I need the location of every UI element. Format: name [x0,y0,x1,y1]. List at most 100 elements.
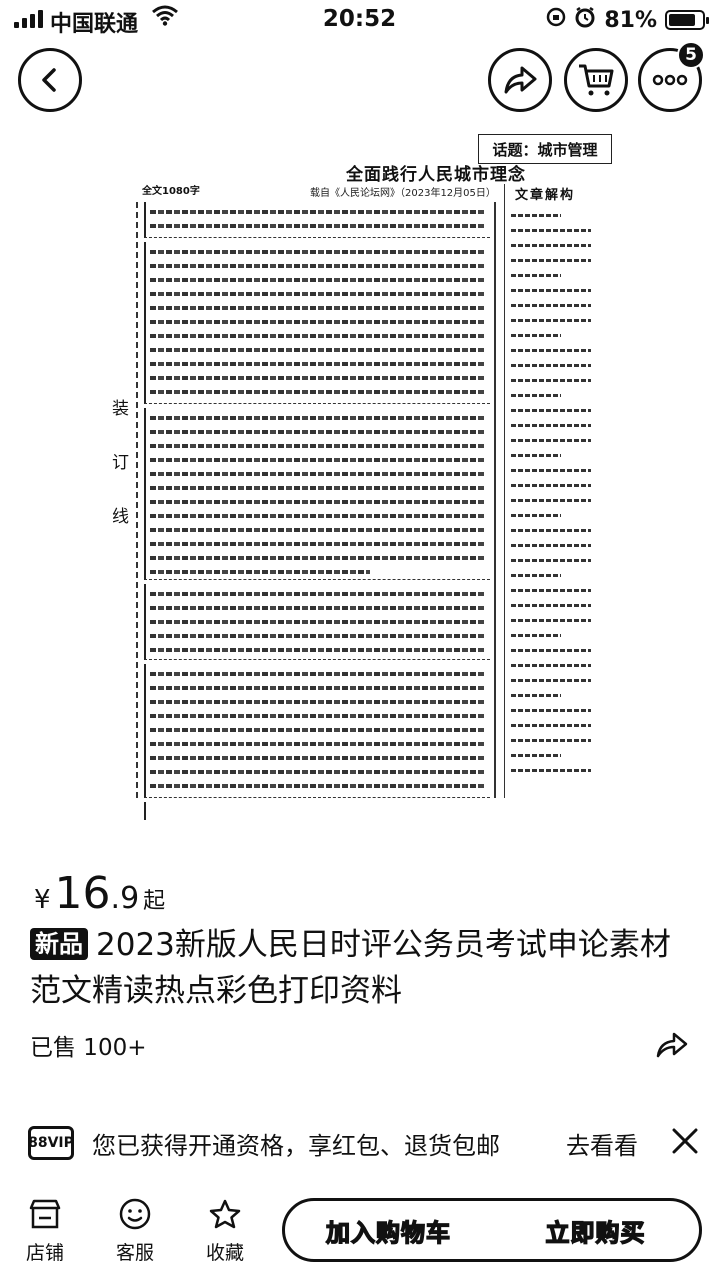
document-sidebar-line [511,754,561,757]
document-text-line [150,592,484,596]
customer-service-button[interactable]: 客服 [100,1198,170,1265]
new-product-badge: 新品 [30,928,88,960]
document-paragraph [144,242,490,404]
shop-label: 店铺 [25,1242,64,1264]
document-paragraph [144,408,490,580]
document-sidebar-line [511,664,591,667]
document-sidebar-line [511,589,591,592]
smiley-icon [119,1198,151,1230]
document-text-line [150,430,484,434]
vip-banner-link[interactable]: 去看看 [566,1132,638,1160]
bottom-action-bar: 店铺 客服 收藏 加入购物车 立即购买 [0,1188,719,1280]
document-text-line [150,444,484,448]
carrier-name: 中国联通 [50,12,139,37]
document-sidebar-line [511,394,561,397]
document-sidebar-line [511,529,591,532]
document-text-line [150,728,484,732]
document-text-line [150,210,484,214]
purchase-button-group: 加入购物车 立即购买 [282,1198,702,1262]
document-sidebar-line [511,679,591,682]
document-sidebar-line [511,214,561,217]
favorite-label: 收藏 [205,1242,244,1264]
share-button[interactable] [488,48,552,112]
document-sidebar-line [511,334,561,337]
document-text-line [150,714,484,718]
document-sidebar-line [511,739,591,742]
document-sidebar-line [511,649,591,652]
cart-count-badge: 5 [677,41,705,69]
document-text-line [150,528,484,532]
document-paragraph [144,664,490,798]
vip-banner-text: 您已获得开通资格，享红包、退货包邮 [92,1132,500,1160]
document-text-line [150,686,484,690]
document-text-line [150,292,484,296]
binding-line-label: 装 订 线 [112,382,129,544]
document-paragraph [144,202,490,238]
document-sidebar-line [511,469,591,472]
document-text-line [150,784,484,788]
document-text-line [150,556,484,560]
more-dots-icon [652,74,688,86]
document-text-line [150,742,484,746]
buy-now-button[interactable]: 立即购买 [545,1218,646,1247]
document-page: 全面践行人民城市理念 全文1080字 载自《人民论坛网》（2023年12月05日… [130,160,606,820]
document-sidebar-line [511,499,591,502]
document-text-line [150,320,484,324]
alarm-icon [574,6,596,34]
document-text-line [150,500,484,504]
sold-count: 已售 100+ [30,1035,147,1061]
document-text-line [150,362,484,366]
product-image[interactable]: 话题：城市管理 装 订 线 全面践行人民城市理念 全文1080字 载自《人民论坛… [0,120,719,820]
document-sidebar: 文章解构 [504,184,604,798]
document-word-count: 全文1080字 [142,186,200,197]
star-icon [209,1199,241,1229]
document-sidebar-line [511,484,591,487]
add-to-cart-button[interactable]: 加入购物车 [325,1218,451,1247]
document-sidebar-line [511,364,591,367]
cart-button[interactable] [564,48,628,112]
document-text-line [150,376,484,380]
document-sidebar-line [511,229,591,232]
document-text-line [150,486,484,490]
document-sidebar-line [511,604,591,607]
document-sidebar-line [511,769,591,772]
battery-percent: 81% [604,7,657,33]
document-sidebar-line [511,379,591,382]
document-text-line [150,770,484,774]
favorite-button[interactable]: 收藏 [190,1198,260,1265]
vip-banner[interactable]: 88VIP 您已获得开通资格，享红包、退货包邮 去看看 [0,1108,719,1176]
document-sidebar-line [511,244,591,247]
document-sidebar-line [511,574,561,577]
document-sidebar-line [511,319,591,322]
document-text-line [150,224,484,228]
document-text-line [150,542,484,546]
document-text-line [150,634,484,638]
shop-icon [29,1199,61,1229]
price-suffix: 起 [143,889,166,914]
document-text-line [150,648,484,652]
close-icon[interactable] [668,1124,702,1158]
customer-service-label: 客服 [115,1242,154,1264]
price-decimal: .9 [110,881,140,916]
document-text-line [150,250,484,254]
more-button[interactable]: 5 [638,41,705,112]
lock-rotation-icon [546,7,566,33]
battery-icon [665,10,709,30]
document-paragraph [144,802,490,820]
binding-char: 线 [112,507,129,527]
document-text-line [150,620,484,624]
share-icon[interactable] [652,1026,692,1062]
document-sidebar-line [511,709,591,712]
document-text-line [150,472,484,476]
back-button[interactable] [18,48,82,112]
document-text-line [150,264,484,268]
document-text-line [150,278,484,282]
document-text-line [150,700,484,704]
shop-button[interactable]: 店铺 [10,1198,80,1265]
document-text-line [150,458,484,462]
document-sidebar-line [511,424,591,427]
document-sidebar-line [511,559,591,562]
document-sidebar-line [511,694,561,697]
status-time: 20:52 [322,6,397,32]
